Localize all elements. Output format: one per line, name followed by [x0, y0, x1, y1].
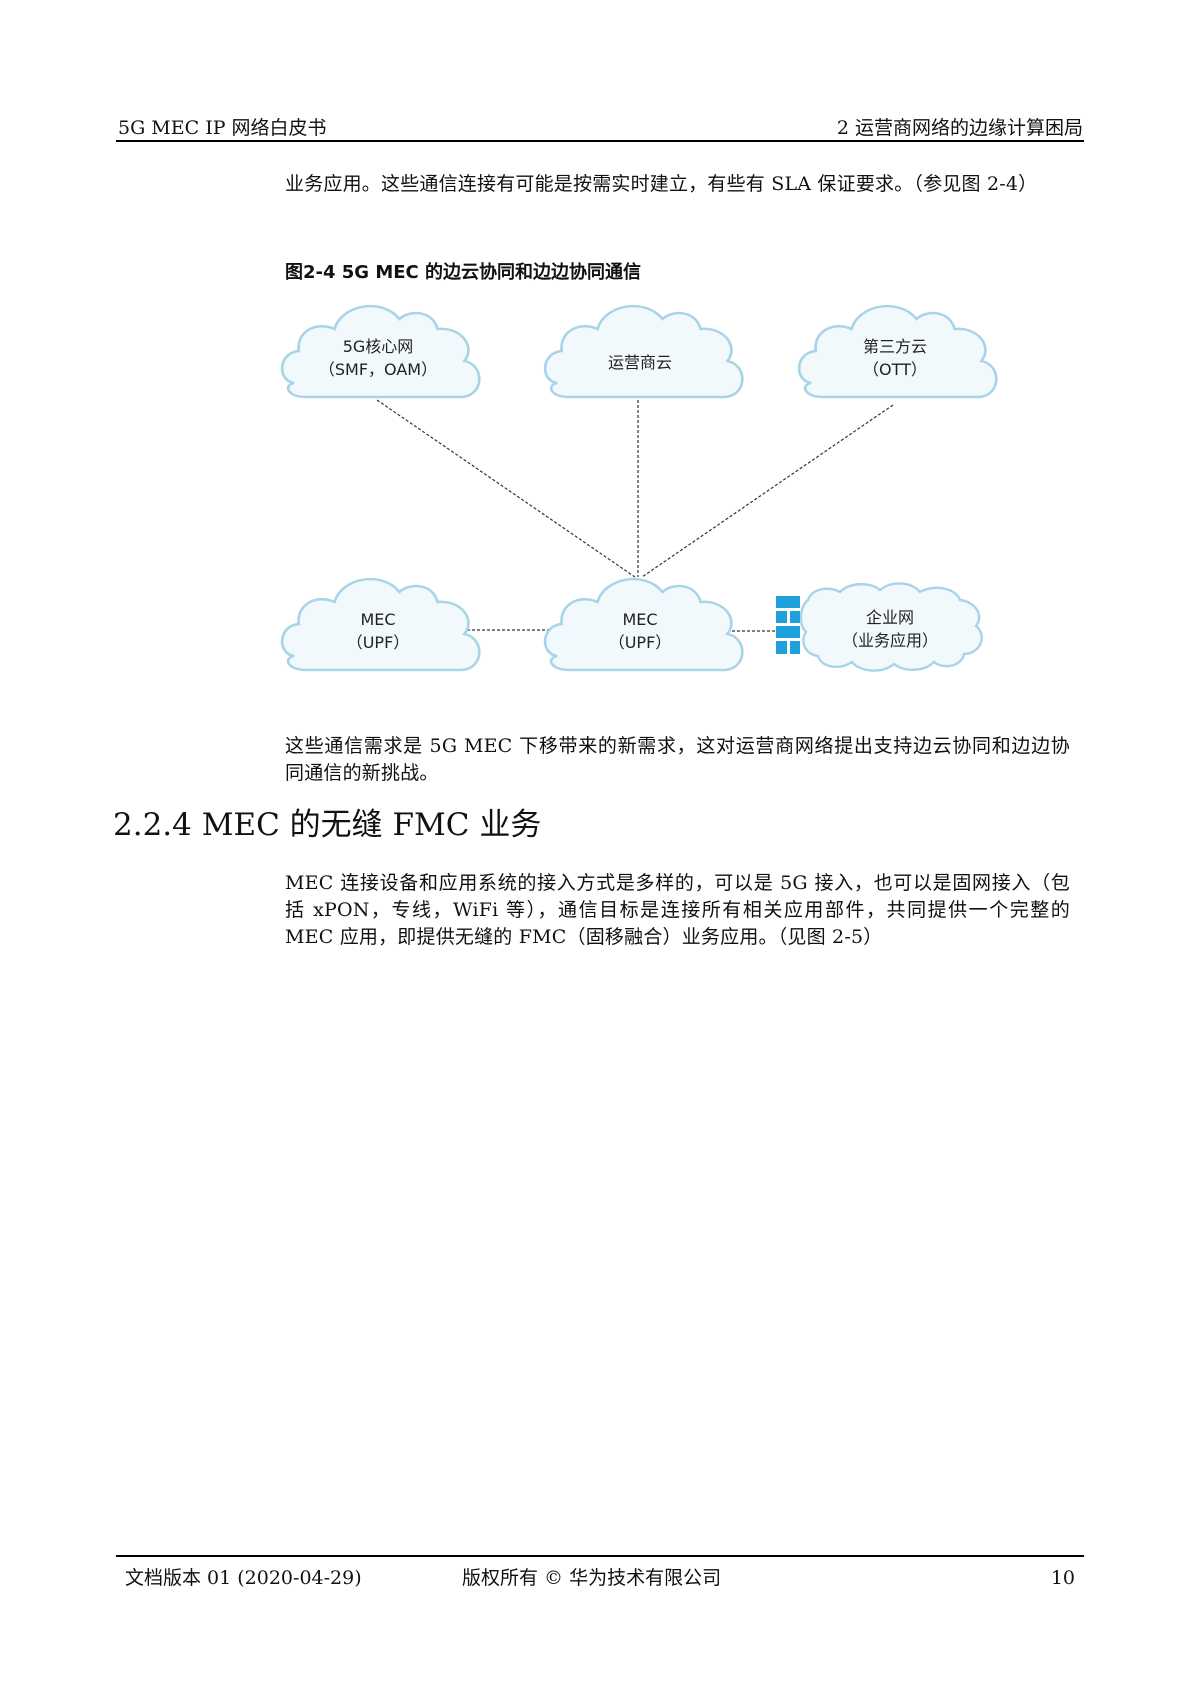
link-core-to-mec — [376, 399, 636, 578]
network-diagram-svg — [280, 304, 998, 672]
paragraph-fmc: MEC 连接设备和应用系统的接入方式是多样的，可以是 5G 接入，也可以是固网接… — [285, 872, 1070, 948]
cloud-mec-left-title: MEC — [360, 610, 396, 629]
section-heading: 2.2.4 MEC 的无缝 FMC 业务 — [113, 807, 542, 843]
cloud-operator-label: 运营商云 — [608, 351, 672, 374]
cloud-enterprise-subtitle: （业务应用） — [841, 631, 939, 650]
cloud-third-party-label: 第三方云 （OTT） — [863, 335, 927, 381]
cloud-core-subtitle: （SMF，OAM） — [318, 360, 438, 379]
figure-diagram: 5G核心网 （SMF，OAM） 运营商云 第三方云 （OTT） MEC （UPF… — [0, 0, 1191, 720]
footer-rule — [116, 1555, 1084, 1557]
header-rule — [116, 140, 1084, 142]
paragraph-new-challenges: 这些通信需求是 5G MEC 下移带来的新需求，这对运营商网络提出支持边云协同和… — [285, 735, 1070, 784]
cloud-core-title: 5G核心网 — [342, 337, 414, 356]
cloud-enterprise-label: 企业网 （业务应用） — [842, 606, 938, 652]
cloud-mec-center-label: MEC （UPF） — [609, 608, 672, 654]
cloud-third-party-subtitle: （OTT） — [863, 360, 927, 379]
footer-version: 文档版本 01 (2020-04-29) — [125, 1567, 362, 1589]
link-lines — [376, 399, 894, 632]
header-doc-title: 5G MEC IP 网络白皮书 — [118, 117, 327, 139]
cloud-mec-center-subtitle: （UPF） — [608, 633, 672, 652]
cloud-mec-left-label: MEC （UPF） — [347, 608, 410, 654]
cloud-mec-center-title: MEC — [622, 610, 658, 629]
figure-caption: 图2-4 5G MEC 的边云协同和边边协同通信 — [285, 262, 642, 283]
link-ott-to-mec — [641, 404, 894, 578]
header-chapter-title: 2 运营商网络的边缘计算困局 — [836, 117, 1083, 139]
firewall-icon — [776, 596, 800, 654]
paragraph-intro: 业务应用。这些通信连接有可能是按需实时建立，有些有 SLA 保证要求。（参见图 … — [285, 173, 1038, 195]
footer-copyright: 版权所有 © 华为技术有限公司 — [462, 1567, 722, 1589]
cloud-operator-title: 运营商云 — [607, 353, 673, 372]
cloud-third-party-title: 第三方云 — [862, 337, 928, 356]
footer-page-number: 10 — [1050, 1567, 1075, 1589]
cloud-enterprise-title: 企业网 — [865, 608, 915, 627]
cloud-core-label: 5G核心网 （SMF，OAM） — [319, 335, 437, 381]
cloud-mec-left-subtitle: （UPF） — [346, 633, 410, 652]
cloud-enterprise — [799, 582, 983, 672]
